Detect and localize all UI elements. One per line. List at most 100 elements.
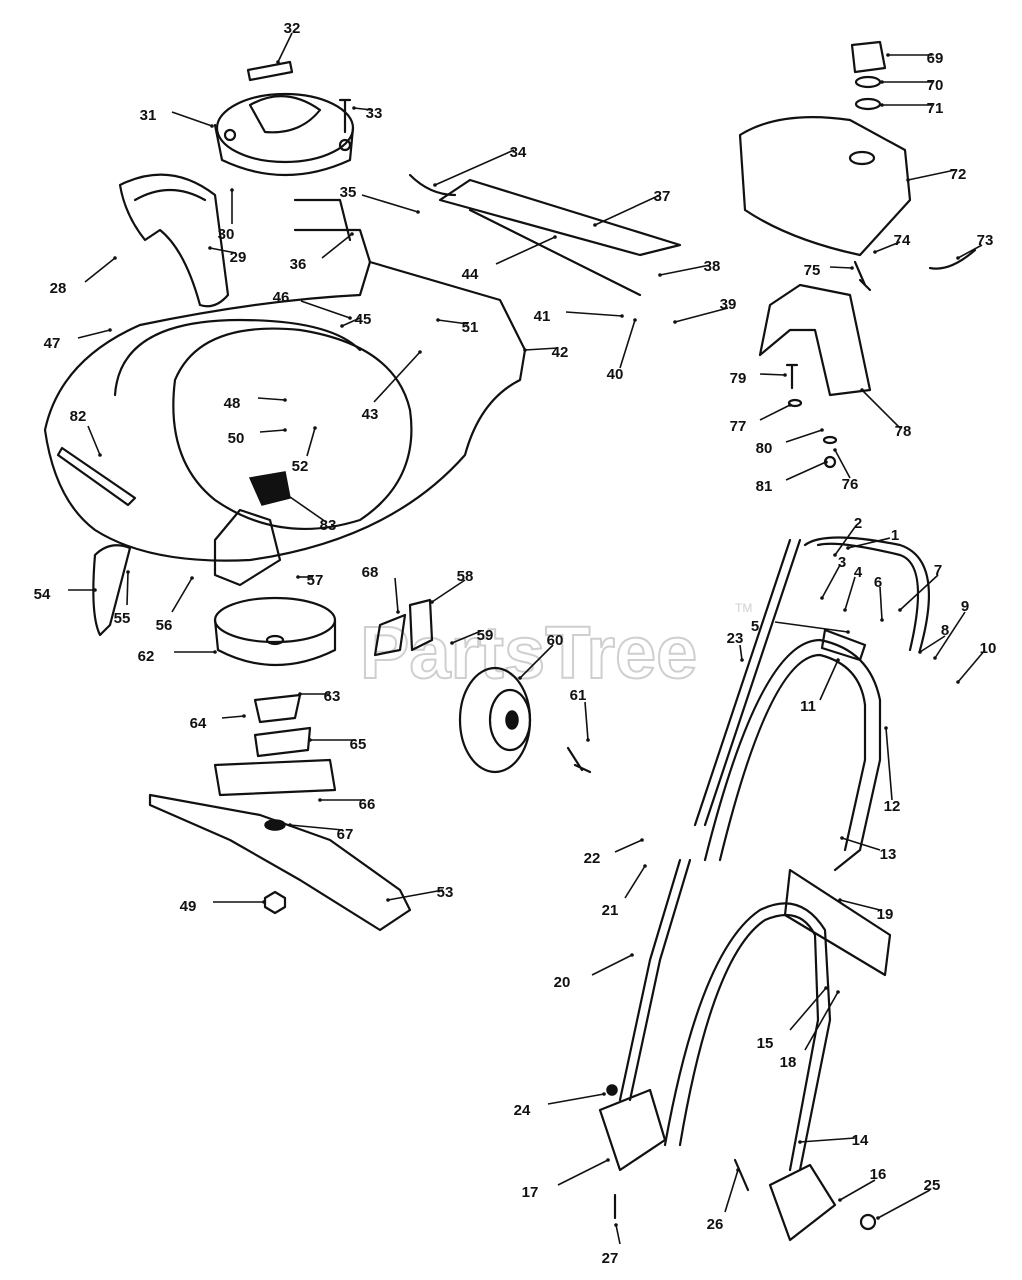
callout-leader-line [804,991,839,1051]
callout-leader-line [674,307,729,323]
callout-44: 44 [462,235,557,283]
callout-number: 60 [547,632,564,649]
callout-number: 22 [584,850,601,867]
callout-leader-line [819,659,839,701]
callout-62: 62 [138,648,217,665]
callout-leader-tip [918,650,922,654]
callout-14: 14 [798,1132,869,1149]
callout-leader-tip [640,838,644,842]
callout-27: 27 [602,1223,621,1267]
callout-leader-line [126,571,129,606]
callout-number: 7 [934,562,942,579]
callout-leader-line [759,373,786,376]
callout-68: 68 [362,564,400,614]
callout-leader-tip [860,388,864,392]
shield-card-part [783,868,892,977]
callout-73: 73 [956,232,993,260]
callout-leader-tip [283,428,287,432]
callout-leader-tip [820,428,824,432]
callout-45: 45 [340,311,371,328]
callout-leader-line [907,169,956,181]
callout-leader-tip [436,318,440,322]
callout-leader-tip [846,630,850,634]
callout-number: 77 [730,418,747,435]
callout-number: 14 [852,1132,869,1149]
callout-leader-tip [956,256,960,260]
nut-24-part [606,1084,618,1096]
callout-66: 66 [318,796,375,813]
cap-gasket-part [854,75,882,89]
callout-79: 79 [730,370,787,387]
callout-number: 16 [870,1166,887,1183]
callout-leader-tip [840,836,844,840]
callout-26: 26 [707,1168,740,1233]
fuel-valve-part [853,260,872,292]
callout-number: 76 [842,476,859,493]
callout-leader-line [171,111,213,127]
callout-number: 39 [720,296,737,313]
callout-number: 27 [602,1250,619,1267]
callout-leader-tip [308,738,312,742]
callout-leader-tip [230,188,234,192]
callout-leader-tip [614,1223,618,1227]
callout-number: 26 [707,1216,724,1233]
callout-leader-tip [418,350,422,354]
callout-leader-tip [98,453,102,457]
callout-78: 78 [860,388,911,440]
callout-number: 29 [230,249,247,266]
callout-leader-line [353,107,373,111]
callout-leader-tip [450,641,454,645]
callout-leader-tip [210,124,214,128]
callout-number: 31 [140,107,157,124]
callout-number: 49 [180,898,197,915]
callout-number: 66 [359,796,376,813]
callout-13: 13 [840,836,896,863]
callout-number: 9 [961,598,969,615]
callout-48: 48 [224,395,287,412]
callout-leader-tip [523,348,527,352]
callout-number: 8 [941,622,949,639]
callout-28: 28 [50,256,117,297]
callout-leader-tip [108,328,112,332]
callout-leader-line [519,644,554,679]
callout-leader-tip [824,986,828,990]
callout-37: 37 [593,188,670,227]
callout-number: 20 [554,974,571,991]
callout-leader-tip [798,1140,802,1144]
callout-number: 83 [320,517,337,534]
callout-20: 20 [554,953,634,991]
handle-rod-part [693,538,802,827]
callout-number: 69 [927,50,944,67]
callout-50: 50 [228,428,287,447]
callout-leader-tip [880,618,884,622]
callout-23: 23 [727,630,744,662]
hinge-bracket-part [373,613,407,657]
callout-36: 36 [290,232,354,273]
callout-leader-tip [190,576,194,580]
screw-79-part [785,363,799,390]
callout-leader-tip [276,60,280,64]
callout-number: 2 [854,515,862,532]
callout-leader-line [879,586,883,621]
callout-65: 65 [308,736,366,753]
callout-number: 19 [877,906,894,923]
callout-leader-tip [213,650,217,654]
callout-42: 42 [523,344,568,361]
callout-leader-tip [880,103,884,107]
trim-strip-part [56,446,137,507]
callout-leader-tip [283,398,287,402]
callout-leader-tip [824,460,828,464]
callout-leader-line [565,311,623,317]
callout-number: 62 [138,648,155,665]
callout-64: 64 [190,714,246,732]
callout-3: 3 [820,554,846,600]
callout-leader-line [321,233,353,259]
callout-number: 40 [607,366,624,383]
callout-leader-tip [673,320,677,324]
callout-leader-tip [602,1092,606,1096]
callout-leader-line [844,576,856,611]
callout-leader-tip [386,898,390,902]
washer-77-part [787,398,803,408]
callout-leader-tip [836,658,840,662]
callout-number: 70 [927,77,944,94]
